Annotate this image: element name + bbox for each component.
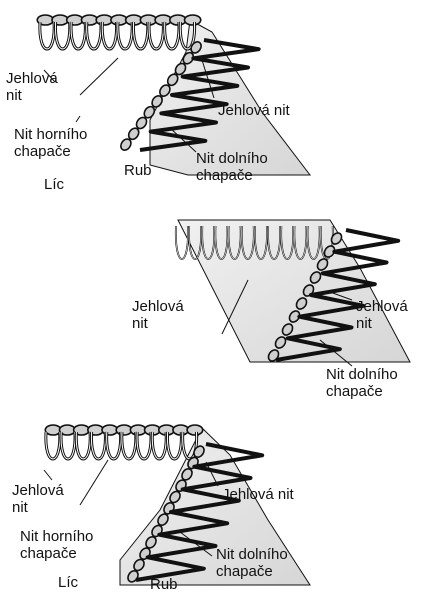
thread-loop xyxy=(137,432,151,459)
diagram-1-leader-upper xyxy=(76,116,80,122)
diagram-3-top-loops xyxy=(46,432,197,459)
diagram-1-label-upper-looper: Nit horního chapače xyxy=(14,126,114,160)
thread-loop xyxy=(71,22,85,49)
thread-loop xyxy=(118,22,132,49)
diagram-3-label-needle-thread: Jehlová nit xyxy=(12,482,82,516)
chain-link xyxy=(96,15,112,25)
diagram-1-label-right-side: Líc xyxy=(44,176,64,193)
thread-loop xyxy=(165,22,179,49)
thread-loop xyxy=(87,22,101,49)
diagram-2-label-needle-thread-right: Jehlová nit xyxy=(356,298,416,332)
diagram-1-label-needle-thread: Jehlová nit xyxy=(6,70,76,104)
chain-link xyxy=(116,425,132,435)
diagram-1-label-wrong-side: Rub xyxy=(124,162,152,179)
thread-loop xyxy=(122,432,136,459)
diagram-3-label-needle-thread-right: Jehlová nit xyxy=(222,486,294,503)
thread-loop xyxy=(133,22,147,49)
thread-loop xyxy=(40,22,54,49)
thread-loop xyxy=(152,432,166,459)
thread-loop xyxy=(91,432,105,459)
diagram-3-leader-needle xyxy=(44,470,52,480)
thread-loop xyxy=(102,22,116,49)
diagram-3-top-chain xyxy=(45,425,202,435)
diagram-1-label-needle-thread-right: Jehlová nit xyxy=(218,102,290,119)
diagram-2 xyxy=(176,220,410,366)
diagram-1-leader-needle-2 xyxy=(80,58,118,95)
diagram-2-label-lower-looper: Nit dolního chapače xyxy=(326,366,422,400)
chain-link xyxy=(187,425,203,435)
thread-loop xyxy=(76,432,90,459)
thread-loop xyxy=(55,22,69,49)
diagram-3-label-right-side: Líc xyxy=(58,574,78,591)
diagram-3-label-wrong-side: Rub xyxy=(150,576,178,593)
thread-loop xyxy=(149,22,163,49)
diagram-1-label-lower-looper: Nit dolního chapače xyxy=(196,150,296,184)
diagram-1-top-loops xyxy=(40,22,195,49)
thread-loop xyxy=(107,432,121,459)
thread-loop xyxy=(46,432,60,459)
diagram-2-label-needle-thread-left: Jehlová nit xyxy=(132,298,202,332)
chain-link xyxy=(185,15,201,25)
diagram-3-label-lower-looper: Nit dolního chapače xyxy=(216,546,316,580)
diagram-3-leader-needle-2 xyxy=(80,460,108,505)
thread-loop xyxy=(61,432,75,459)
thread-loop xyxy=(167,432,181,459)
diagram-3-label-upper-looper: Nit horního chapače xyxy=(20,528,120,562)
